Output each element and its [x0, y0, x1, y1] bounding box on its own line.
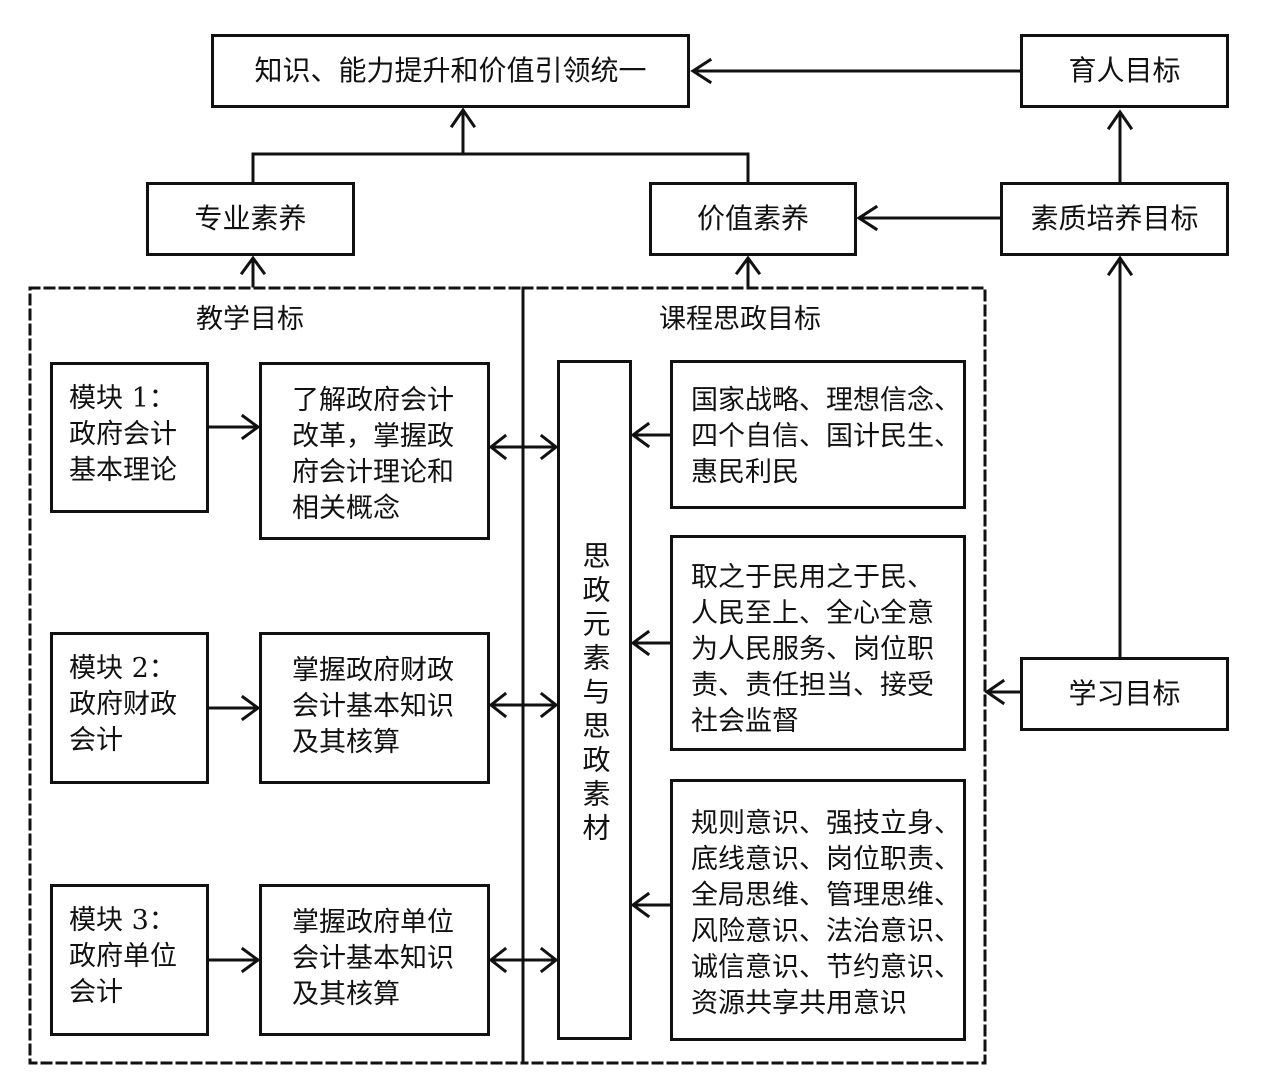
element-text-1: 国家战略、理想信念、 四个自信、国计民生、 惠民利民	[691, 385, 961, 488]
quality-goal-box: 素质培养目标	[1000, 182, 1229, 256]
module-3-content: 掌握政府单位 会计基本知识 及其核算	[292, 907, 454, 1010]
module-1-content: 了解政府会计 改革，掌握政 府会计理论和 相关概念	[292, 385, 454, 524]
module-3-content-box: 掌握政府单位 会计基本知识 及其核算	[259, 884, 490, 1036]
element-box-3: 规则意识、强技立身、 底线意识、岗位职责、 全局思维、管理思维、 风险意识、法治…	[670, 779, 966, 1041]
education-goal-box: 育人目标	[1020, 34, 1229, 108]
element-text-2: 取之于民用之于民、 人民至上、全心全意 为人民服务、岗位职 责、责任担当、接受 …	[691, 562, 934, 737]
professional-literacy-box: 专业素养	[146, 182, 355, 256]
ideological-goal-label: 课程思政目标	[659, 304, 821, 335]
teaching-goal-label: 教学目标	[196, 304, 304, 335]
module-1-content-box: 了解政府会计 改革，掌握政 府会计理论和 相关概念	[259, 362, 490, 540]
ideology-elements-column-text: 思政元素与思政素材	[578, 541, 612, 847]
education-goal-text: 育人目标	[1068, 54, 1181, 87]
module-2-content-box: 掌握政府财政 会计基本知识 及其核算	[259, 632, 490, 784]
module-2-box: 模块 2： 政府财政 会计	[50, 632, 209, 784]
learning-goal-text: 学习目标	[1068, 677, 1181, 710]
unity-goal-box: 知识、能力提升和价值引领统一	[211, 34, 690, 108]
value-literacy-text: 价值素养	[696, 202, 809, 235]
module-1-box: 模块 1： 政府会计 基本理论	[50, 362, 209, 513]
module-2-content: 掌握政府财政 会计基本知识 及其核算	[292, 655, 454, 758]
module-1-name: 模块 1： 政府会计 基本理论	[69, 383, 177, 486]
element-box-2: 取之于民用之于民、 人民至上、全心全意 为人民服务、岗位职 责、责任担当、接受 …	[670, 535, 966, 751]
value-literacy-box: 价值素养	[649, 182, 857, 256]
learning-goal-box: 学习目标	[1020, 657, 1229, 731]
quality-goal-text: 素质培养目标	[1030, 202, 1199, 235]
module-3-name: 模块 3： 政府单位 会计	[69, 905, 177, 1008]
ideology-elements-column: 思政元素与思政素材	[557, 360, 632, 1040]
element-box-1: 国家战略、理想信念、 四个自信、国计民生、 惠民利民	[670, 360, 966, 509]
ideological-region	[521, 286, 987, 1065]
module-2-name: 模块 2： 政府财政 会计	[69, 653, 177, 756]
module-3-box: 模块 3： 政府单位 会计	[50, 884, 209, 1036]
professional-literacy-text: 专业素养	[194, 202, 307, 235]
unity-goal-text: 知识、能力提升和价值引领统一	[254, 54, 647, 87]
element-text-3: 规则意识、强技立身、 底线意识、岗位职责、 全局思维、管理思维、 风险意识、法治…	[691, 808, 961, 1019]
